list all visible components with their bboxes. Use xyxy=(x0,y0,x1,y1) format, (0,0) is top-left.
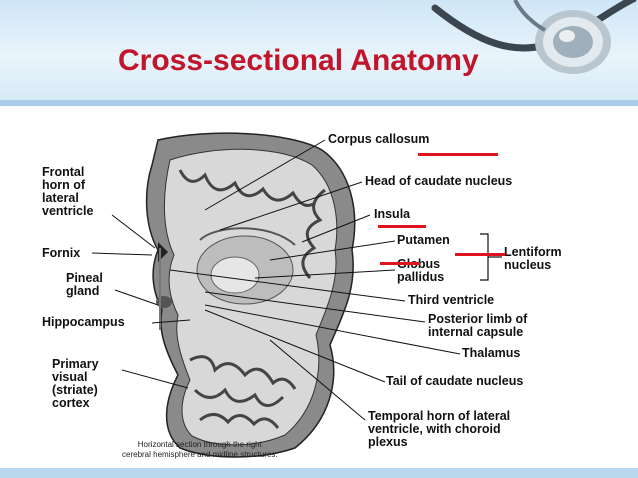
label-fornix: Fornix xyxy=(42,246,81,260)
label-visual-cortex-line: Primary xyxy=(52,357,99,371)
label-visual-cortex-line: (striate) xyxy=(52,383,98,397)
slide-footer-bar xyxy=(0,468,638,478)
label-globus-line: pallidus xyxy=(397,270,445,284)
label-frontal-horn-line: ventricle xyxy=(42,204,94,218)
label-insula: Insula xyxy=(374,207,411,221)
red-underline-insula xyxy=(378,225,426,228)
figure-caption-line: cerebral hemisphere and midline structur… xyxy=(122,449,278,459)
figure-caption-line: Horizontal section through the right xyxy=(137,440,262,449)
label-tail-caudate: Tail of caudate nucleus xyxy=(386,374,524,388)
brain-section-figure: Frontal horn of lateral ventricle Fornix… xyxy=(40,130,585,460)
red-underline-globus xyxy=(380,262,420,265)
label-posterior-limb: Posterior limb of internal capsule xyxy=(428,313,527,339)
label-visual-cortex-line: cortex xyxy=(52,396,90,410)
brain-section-illustration xyxy=(91,132,502,458)
label-head-caudate: Head of caudate nucleus xyxy=(365,174,513,188)
label-frontal-horn-line: lateral xyxy=(42,191,79,205)
label-putamen: Putamen xyxy=(397,233,450,247)
label-frontal-horn: Frontal horn of lateral ventricle xyxy=(42,166,93,218)
label-frontal-horn-line: Frontal xyxy=(42,165,85,179)
label-posterior-limb-line: Posterior limb of xyxy=(428,312,528,326)
label-lentiform-nucleus: Lentiform nucleus xyxy=(504,246,562,272)
red-underline-corpus-callosum xyxy=(418,153,498,156)
label-corpus-callosum: Corpus callosum xyxy=(328,132,430,146)
red-underline-lentiform xyxy=(455,253,505,256)
header-band xyxy=(0,100,638,106)
slide-title: Cross-sectional Anatomy xyxy=(118,44,479,77)
label-pineal-line: gland xyxy=(66,284,100,298)
label-temporal-horn-line: ventricle, with choroid xyxy=(368,422,501,436)
label-thalamus: Thalamus xyxy=(462,346,521,360)
label-lentiform-line: Lentiform xyxy=(504,245,562,259)
label-temporal-horn-line: plexus xyxy=(368,435,408,449)
label-visual-cortex-line: visual xyxy=(52,370,88,384)
figure-caption: Horizontal section through the right cer… xyxy=(122,440,278,459)
label-visual-cortex: Primary visual (striate) cortex xyxy=(52,358,99,410)
label-lentiform-line: nucleus xyxy=(504,258,552,272)
stethoscope-icon xyxy=(431,0,637,74)
slide-header xyxy=(0,0,638,104)
label-pineal-gland: Pineal gland xyxy=(66,272,103,298)
label-posterior-limb-line: internal capsule xyxy=(428,325,524,339)
label-temporal-horn: Temporal horn of lateral ventricle, with… xyxy=(368,410,510,449)
label-hippocampus: Hippocampus xyxy=(42,315,125,329)
label-third-ventricle: Third ventricle xyxy=(408,293,495,307)
label-pineal-line: Pineal xyxy=(66,271,103,285)
label-frontal-horn-line: horn of xyxy=(42,178,86,192)
label-temporal-horn-line: Temporal horn of lateral xyxy=(368,409,511,423)
